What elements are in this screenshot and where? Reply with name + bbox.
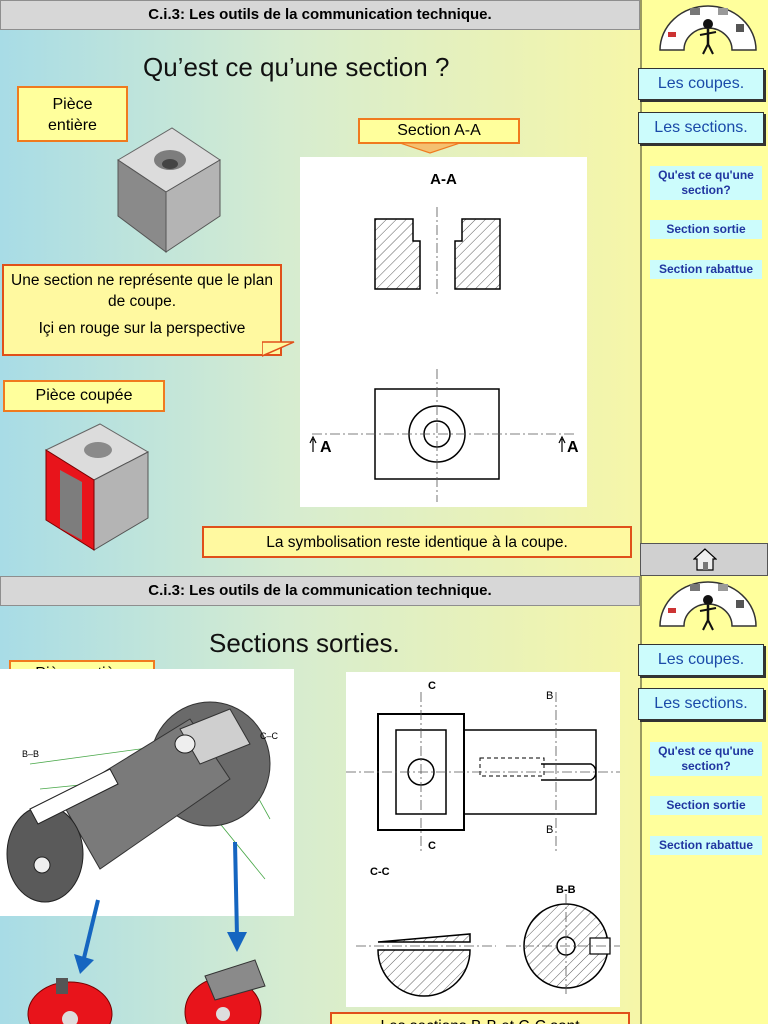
- drawing-b-top: B: [546, 690, 554, 702]
- down-arrow-icon: [400, 143, 460, 154]
- cut-arrow-right-icon: [558, 435, 566, 452]
- nav-quest-line1: Qu'est ce qu'une: [658, 744, 754, 758]
- slide-1: C.i.3: Les outils de la communication te…: [0, 0, 640, 576]
- nav-section-rabattue[interactable]: Section rabattue: [650, 836, 762, 855]
- nav-quest-line1: Qu'est ce qu'une: [658, 168, 754, 182]
- symbolisation-note: La symbolisation reste identique à la co…: [202, 526, 632, 558]
- slide-title-bar: C.i.3: Les outils de la communication te…: [0, 0, 640, 30]
- section-bb-piece-image: [184, 959, 266, 1024]
- sections-note: Les sections B-B et C-C sont: [330, 1012, 630, 1024]
- drawing-c-top: C: [428, 680, 436, 692]
- section-cc-label: C-C: [370, 866, 390, 878]
- page-heading: Qu’est ce qu’une section ?: [143, 52, 450, 82]
- page-heading: Sections sorties.: [209, 628, 400, 658]
- mascot-logo-icon: [659, 581, 757, 631]
- hole-inner: [162, 159, 178, 169]
- nav-section-sortie[interactable]: Section sortie: [650, 220, 762, 239]
- label-bb: B–B: [22, 749, 40, 759]
- piece-entiere-label: Pièce entière: [17, 86, 128, 142]
- nav-les-coupes[interactable]: Les coupes.: [638, 68, 764, 100]
- slide-2: C.i.3: Les outils de la communication te…: [0, 576, 640, 1024]
- section-cc-piece-image: [27, 978, 113, 1024]
- nav-quest-line2: section?: [681, 183, 731, 197]
- nav-les-sections[interactable]: Les sections.: [638, 688, 764, 720]
- nav-quest-ce-section[interactable]: Qu'est ce qu'une section?: [650, 742, 762, 776]
- section-bb-label: B-B: [556, 884, 576, 896]
- mascot-logo-icon: [659, 5, 757, 55]
- definition-callout: Une section ne représente que le plan de…: [2, 264, 282, 356]
- piece-coupee-label: Pièce coupée: [3, 380, 165, 412]
- home-icon[interactable]: [693, 548, 717, 572]
- section-left-part: [374, 218, 421, 290]
- technical-drawing-2: C C B B C-C B-B: [346, 672, 620, 1007]
- nav-section-rabattue[interactable]: Section rabattue: [650, 260, 762, 279]
- slide-title-bar: C.i.3: Les outils de la communication te…: [0, 576, 640, 606]
- sidebar-1: Les coupes. Les sections. Qu'est ce qu'u…: [638, 0, 768, 576]
- cut-arrow-left-icon: [309, 435, 317, 452]
- piece-entiere-line1: Pièce: [52, 96, 93, 113]
- drawing-svg: [309, 207, 575, 502]
- drawing-title: A-A: [430, 171, 457, 188]
- label-cc: C–C: [260, 731, 279, 741]
- callout-line2: Içi en rouge sur la perspective: [38, 319, 246, 337]
- callout-line1: Une section ne représente que le plan de…: [11, 272, 273, 310]
- arrow-down-left-icon: [74, 899, 100, 974]
- cut-piece-image: [44, 423, 150, 551]
- arrow-down-right-icon: [227, 841, 247, 952]
- section-right-part: [454, 218, 501, 290]
- sidebar-2: Les coupes. Les sections. Qu'est ce qu'u…: [638, 576, 768, 1024]
- shaft-3d-svg: [6, 701, 271, 903]
- technical-drawing: A-A A A: [300, 157, 587, 507]
- section-cc-shape: [377, 933, 471, 943]
- nav-quest-ce-section[interactable]: Qu'est ce qu'une section?: [650, 166, 762, 200]
- nav-les-sections[interactable]: Les sections.: [638, 112, 764, 144]
- cube-right-face: [165, 159, 221, 253]
- drawing-c-bottom: C: [428, 840, 436, 852]
- cut-letter-left: A: [320, 439, 332, 456]
- whole-piece-image: [117, 127, 221, 253]
- nav-les-coupes[interactable]: Les coupes.: [638, 644, 764, 676]
- callout-pointer: [262, 341, 295, 357]
- nav-section-sortie[interactable]: Section sortie: [650, 796, 762, 815]
- shaft-3d-image: B–B C–C: [0, 669, 294, 916]
- section-aa-label: Section A-A: [358, 118, 520, 144]
- drawing-b-bottom: B: [546, 824, 554, 836]
- piece-entiere-line2: entière: [48, 117, 97, 134]
- home-bar: [640, 543, 768, 576]
- cut-bore: [60, 470, 82, 540]
- drawing-2-svg: [346, 692, 620, 997]
- nav-quest-line2: section?: [681, 759, 731, 773]
- cut-letter-right: A: [567, 439, 579, 456]
